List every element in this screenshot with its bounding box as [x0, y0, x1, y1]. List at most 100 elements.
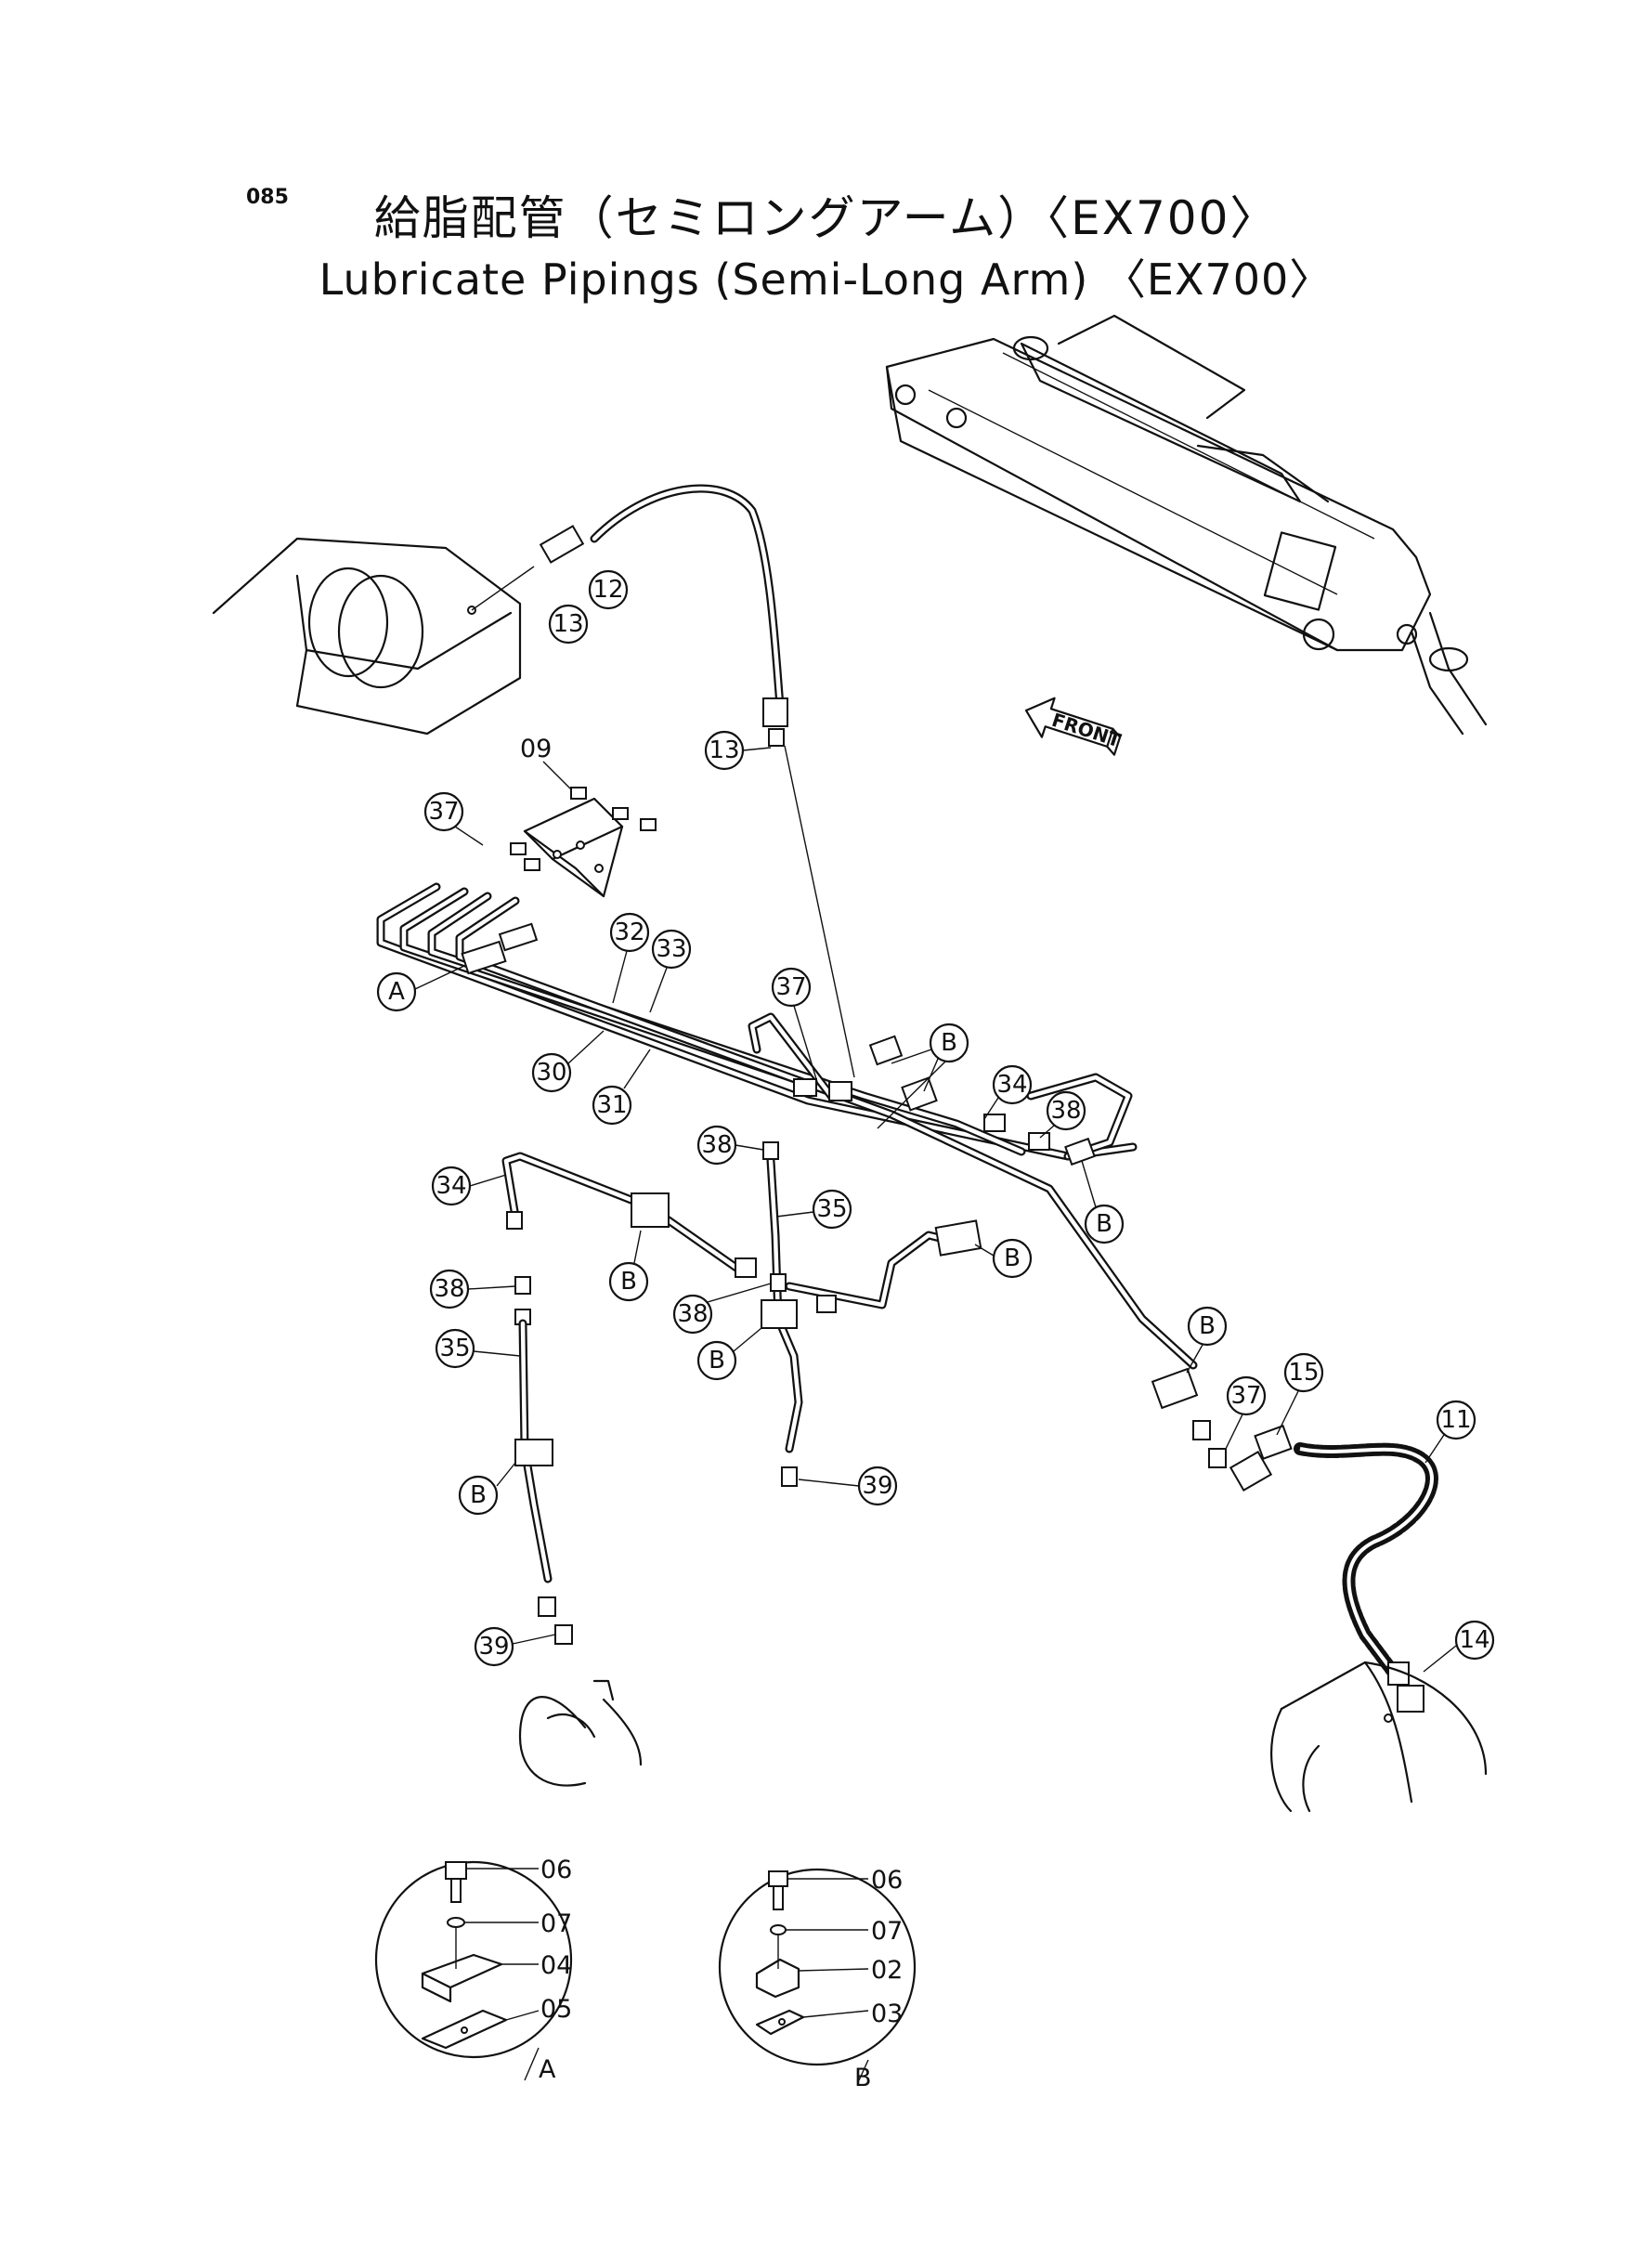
- svg-text:30: 30: [536, 1059, 566, 1087]
- callout-35a[interactable]: 35: [812, 1189, 852, 1230]
- callout-33[interactable]: 33: [651, 929, 692, 970]
- svg-text:37: 37: [1230, 1382, 1261, 1410]
- svg-text:B: B: [1096, 1210, 1112, 1238]
- detail-A-part-04: 04: [540, 1951, 572, 1980]
- callout-38b[interactable]: 38: [696, 1125, 737, 1166]
- svg-text:35: 35: [439, 1335, 470, 1362]
- callout-38d[interactable]: 38: [672, 1294, 713, 1335]
- svg-text:13: 13: [553, 610, 583, 638]
- page-number: 085: [246, 186, 289, 209]
- detail-A-part-05: 05: [540, 1995, 572, 2024]
- callout-A[interactable]: A: [376, 971, 417, 1012]
- svg-text:37: 37: [775, 973, 806, 1001]
- hose-12: [471, 484, 855, 1078]
- detail-A: [374, 1860, 573, 2081]
- middle-branch: [761, 1141, 982, 1487]
- front-arrow: FRONT: [1024, 697, 1124, 756]
- svg-text:B: B: [854, 2064, 872, 2092]
- callout-32[interactable]: 32: [609, 912, 650, 953]
- svg-text:06: 06: [540, 1856, 572, 1884]
- upper-branch: [748, 1012, 1096, 1166]
- detail-A-part-06: 06: [540, 1856, 572, 1884]
- callout-B2[interactable]: B: [1084, 1204, 1125, 1244]
- svg-text:33: 33: [656, 935, 686, 963]
- svg-text:37: 37: [428, 798, 459, 826]
- svg-text:03: 03: [871, 2000, 903, 2028]
- callout-B3[interactable]: B: [608, 1261, 649, 1302]
- bucket-pin-right: [1270, 1661, 1488, 1813]
- callout-39a[interactable]: 39: [857, 1466, 898, 1506]
- svg-text:38: 38: [701, 1131, 732, 1159]
- svg-text:35: 35: [816, 1195, 847, 1223]
- detail-A-part-07: 07: [540, 1909, 572, 1938]
- arm-illustration: [885, 314, 1488, 736]
- svg-text:32: 32: [614, 919, 644, 946]
- svg-text:02: 02: [871, 1956, 903, 1985]
- svg-text:38: 38: [434, 1275, 464, 1303]
- svg-text:A: A: [539, 2055, 556, 2084]
- callout-B4[interactable]: B: [696, 1340, 737, 1381]
- manifold-09: [510, 787, 657, 898]
- callout-15[interactable]: 15: [1283, 1352, 1324, 1393]
- svg-text:07: 07: [871, 1917, 903, 1946]
- callout-37a[interactable]: 37: [423, 791, 464, 832]
- bucket-pin-left: [518, 1679, 643, 1787]
- left-branch: [501, 1152, 757, 1645]
- callout-14[interactable]: 14: [1454, 1620, 1495, 1661]
- svg-text:13: 13: [709, 736, 739, 764]
- svg-text:38: 38: [677, 1300, 708, 1328]
- detail-B-label: B: [854, 2064, 872, 2092]
- callout-35b[interactable]: 35: [435, 1328, 475, 1369]
- callout-31[interactable]: 31: [592, 1085, 632, 1126]
- callout-37c[interactable]: 37: [1226, 1375, 1267, 1416]
- title-japanese: 給脂配管（セミロングアーム）〈EX700〉: [373, 191, 1279, 245]
- svg-text:12: 12: [592, 576, 623, 604]
- callout-B7[interactable]: B: [1187, 1306, 1228, 1347]
- svg-text:39: 39: [862, 1472, 892, 1500]
- detail-B-part-02: 02: [871, 1956, 903, 1985]
- svg-text:B: B: [709, 1347, 725, 1375]
- svg-text:B: B: [470, 1481, 487, 1509]
- callout-34b[interactable]: 34: [431, 1166, 472, 1206]
- callout-11[interactable]: 11: [1436, 1400, 1476, 1440]
- detail-B-part-03: 03: [871, 2000, 903, 2028]
- svg-text:11: 11: [1440, 1406, 1471, 1434]
- svg-text:14: 14: [1459, 1626, 1489, 1654]
- detail-B-part-07: 07: [871, 1917, 903, 1946]
- svg-text:05: 05: [540, 1995, 572, 2024]
- right-branch: [1151, 1367, 1438, 1723]
- svg-text:A: A: [388, 978, 405, 1006]
- front-label: FRONT: [1049, 709, 1124, 752]
- svg-text:34: 34: [436, 1172, 466, 1200]
- svg-text:15: 15: [1288, 1359, 1319, 1387]
- svg-text:04: 04: [540, 1951, 572, 1980]
- svg-text:B: B: [1004, 1244, 1021, 1272]
- callout-38a[interactable]: 38: [1046, 1090, 1086, 1131]
- callout-39b[interactable]: 39: [474, 1626, 514, 1667]
- svg-text:34: 34: [996, 1071, 1027, 1099]
- callout-34a[interactable]: 34: [992, 1064, 1033, 1105]
- svg-text:38: 38: [1050, 1097, 1081, 1125]
- callout-B1[interactable]: B: [929, 1023, 969, 1063]
- svg-text:B: B: [941, 1029, 957, 1057]
- detail-B: [718, 1868, 917, 2081]
- detail-B-part-06: 06: [871, 1866, 903, 1895]
- callout-37b[interactable]: 37: [771, 967, 812, 1008]
- detail-A-label: A: [539, 2055, 556, 2084]
- callout-38c[interactable]: 38: [429, 1269, 470, 1309]
- svg-text:39: 39: [478, 1633, 509, 1661]
- svg-text:B: B: [620, 1268, 637, 1296]
- callout-B5[interactable]: B: [992, 1238, 1033, 1279]
- title-english: Lubricate Pipings (Semi-Long Arm) 〈EX700…: [319, 254, 1333, 305]
- svg-text:06: 06: [871, 1866, 903, 1895]
- svg-text:09: 09: [520, 735, 552, 763]
- svg-text:B: B: [1199, 1312, 1216, 1340]
- svg-text:07: 07: [540, 1909, 572, 1938]
- callout-12[interactable]: 12: [588, 569, 629, 610]
- callout-09[interactable]: 09: [520, 735, 552, 763]
- callout-13b[interactable]: 13: [704, 730, 745, 771]
- callout-30[interactable]: 30: [531, 1052, 572, 1093]
- callout-B6[interactable]: B: [458, 1475, 499, 1516]
- callout-13a[interactable]: 13: [548, 604, 589, 645]
